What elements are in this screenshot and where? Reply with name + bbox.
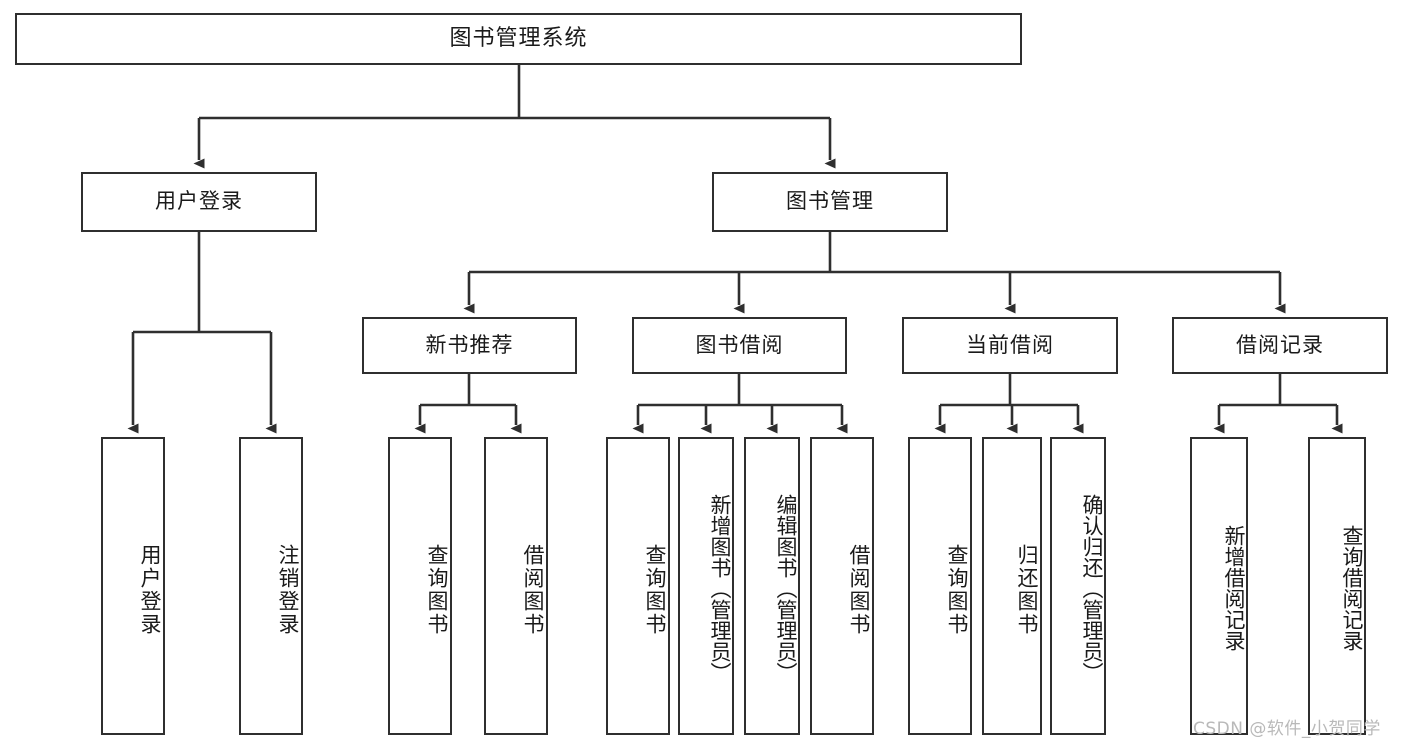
node-book-borrow[interactable]: 图书借阅 bbox=[632, 317, 847, 374]
leaf-user-logout[interactable]: 注销登录 bbox=[239, 437, 303, 735]
leaf-borrow-book-recommend[interactable]: 借阅图书 bbox=[484, 437, 548, 735]
leaf-borrow-book[interactable]: 借阅图书 bbox=[810, 437, 874, 735]
node-book-management[interactable]: 图书管理 bbox=[712, 172, 948, 232]
leaf-user-login[interactable]: 用户登录 bbox=[101, 437, 165, 735]
node-borrow-record[interactable]: 借阅记录 bbox=[1172, 317, 1388, 374]
leaf-query-book-current[interactable]: 查询图书 bbox=[908, 437, 972, 735]
leaf-edit-book-admin[interactable]: 编辑图书（管理员） bbox=[744, 437, 800, 735]
leaf-add-borrow-record[interactable]: 新增借阅记录 bbox=[1190, 437, 1248, 735]
csdn-watermark: CSDN @软件_小贺同学 bbox=[1193, 719, 1381, 739]
node-current-borrow[interactable]: 当前借阅 bbox=[902, 317, 1118, 374]
leaf-confirm-return-admin[interactable]: 确认归还（管理员） bbox=[1050, 437, 1106, 735]
leaf-return-book[interactable]: 归还图书 bbox=[982, 437, 1042, 735]
leaf-query-book-recommend[interactable]: 查询图书 bbox=[388, 437, 452, 735]
leaf-query-borrow-record[interactable]: 查询借阅记录 bbox=[1308, 437, 1366, 735]
node-user-login[interactable]: 用户登录 bbox=[81, 172, 317, 232]
leaf-add-book-admin[interactable]: 新增图书（管理员） bbox=[678, 437, 734, 735]
leaf-query-book-borrow[interactable]: 查询图书 bbox=[606, 437, 670, 735]
node-new-book-recommend[interactable]: 新书推荐 bbox=[362, 317, 577, 374]
node-root[interactable]: 图书管理系统 bbox=[15, 13, 1022, 65]
